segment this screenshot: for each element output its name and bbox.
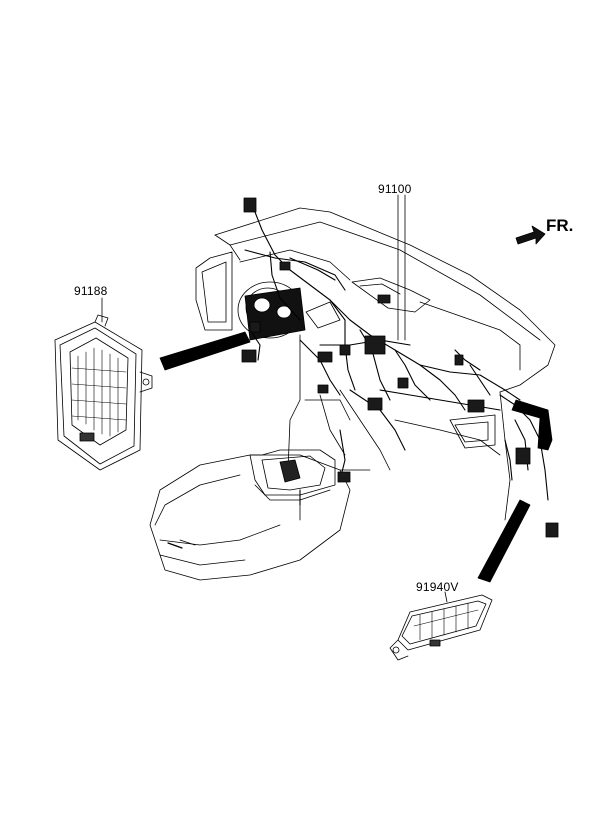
instrument-cluster: [237, 281, 306, 341]
connector-top: [243, 197, 257, 213]
leader-lines: [101, 194, 448, 603]
part-label-91100: 91100: [378, 182, 412, 196]
leader-91940v: [477, 499, 531, 583]
front-direction-label: FR.: [546, 216, 574, 235]
harness-connectors: [241, 197, 559, 538]
dashboard-outline: [195, 207, 556, 521]
module-91940v: [389, 594, 493, 661]
junction-box-91188: [54, 314, 153, 471]
part-label-91188: 91188: [74, 284, 108, 298]
leader-91188: [159, 331, 251, 371]
leader-bands: [159, 331, 553, 583]
part-label-91940v: 91940V: [416, 580, 459, 594]
connector-console: [337, 471, 351, 483]
connector-left: [241, 349, 257, 363]
front-arrow-icon: [515, 225, 546, 245]
connector-right: [545, 522, 559, 538]
center-console: [149, 394, 371, 581]
